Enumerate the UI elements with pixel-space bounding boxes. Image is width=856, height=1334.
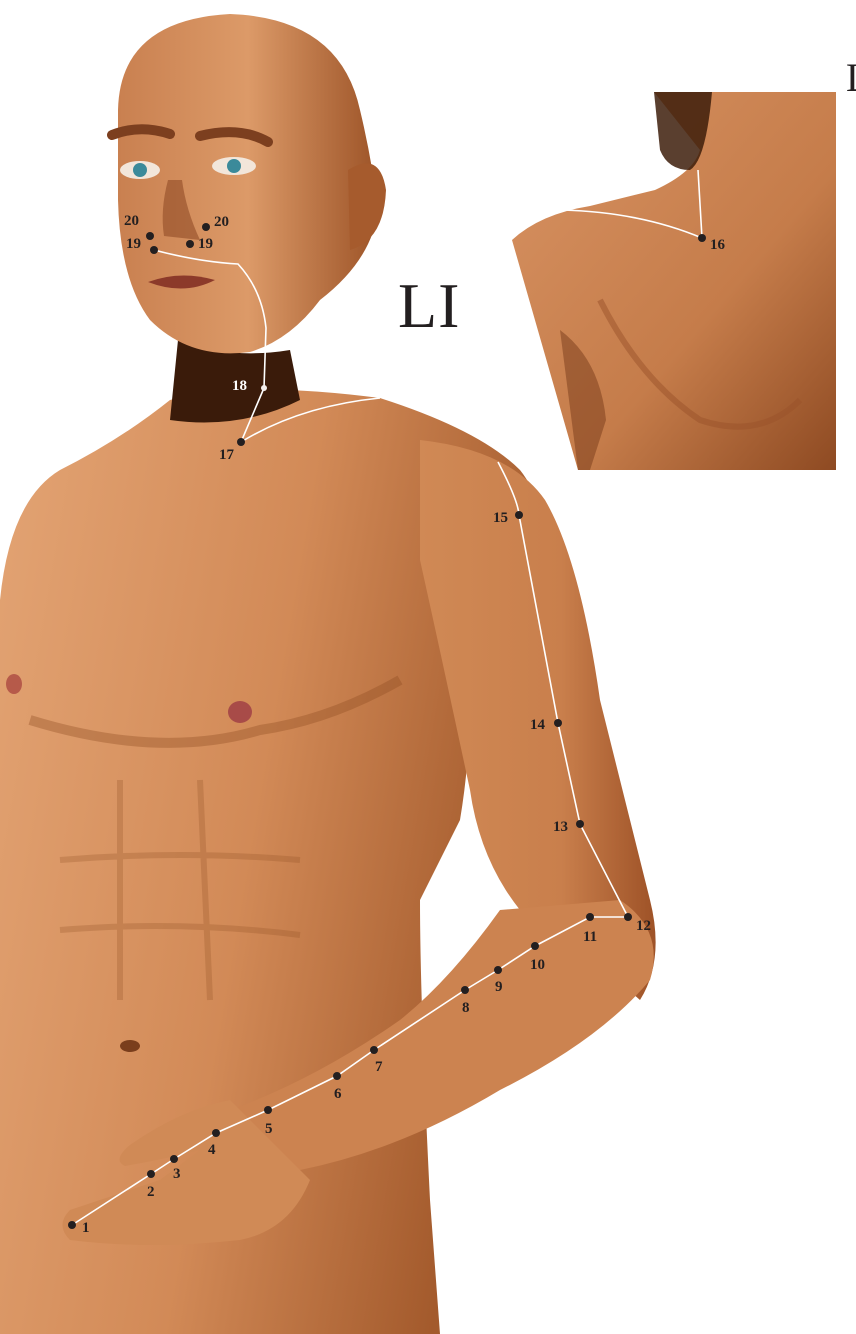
acupoint-20-left-label: 20	[124, 213, 139, 229]
acupoint-5-label: 5	[265, 1121, 273, 1137]
acupoint-16-label: 16	[710, 237, 726, 253]
acupoint-11-label: 11	[583, 929, 597, 945]
acupoint-2-label: 2	[147, 1184, 155, 1200]
acupoint-10-label: 10	[530, 957, 545, 973]
acupoint-9-dot	[494, 966, 502, 974]
acupoint-17-dot	[237, 438, 245, 446]
body-figure	[0, 14, 656, 1334]
acupoint-2-dot	[147, 1170, 155, 1178]
acupoint-18-dot	[261, 385, 267, 391]
acupoint-11-dot	[586, 913, 594, 921]
acupoint-12-label: 12	[636, 918, 651, 934]
acupoint-14-label: 14	[530, 717, 546, 733]
ear	[348, 163, 386, 250]
acupoint-19-left-label: 19	[126, 236, 141, 252]
acupoint-10-dot	[531, 942, 539, 950]
inset-letter: L	[846, 58, 856, 98]
iris-left	[133, 163, 147, 177]
acupoint-5-dot	[264, 1106, 272, 1114]
acupoint-4-dot	[212, 1129, 220, 1137]
acupoint-15-label: 15	[493, 510, 508, 526]
acupoint-19-left-dot	[150, 246, 158, 254]
acupoint-20-left-dot	[146, 232, 154, 240]
acupoint-3-dot	[170, 1155, 178, 1163]
head	[118, 14, 378, 353]
nipple-left	[6, 674, 22, 694]
acupoint-12-dot	[624, 913, 632, 921]
acupoint-16-dot	[698, 234, 706, 242]
acupoint-15-dot	[515, 511, 523, 519]
acupoint-7-label: 7	[375, 1059, 383, 1075]
acupoint-14-dot	[554, 719, 562, 727]
acupoint-18-label: 18	[232, 378, 247, 394]
acupoint-13-label: 13	[553, 819, 568, 835]
acupoint-3-label: 3	[173, 1166, 181, 1182]
eyebrow-left	[112, 129, 170, 135]
acupoint-4-label: 4	[208, 1142, 216, 1158]
meridian-title: LI	[398, 274, 460, 338]
nipple-right	[228, 701, 252, 723]
acupoint-13-dot	[576, 820, 584, 828]
acupoint-1-dot	[68, 1221, 76, 1229]
acupoint-19-right-label: 19	[198, 236, 213, 252]
acupoint-17-label: 17	[219, 447, 235, 463]
acupoint-1-label: 1	[82, 1220, 90, 1236]
acupoint-8-label: 8	[462, 1000, 470, 1016]
back-inset	[512, 92, 836, 470]
navel	[120, 1040, 140, 1052]
acupoint-8-dot	[461, 986, 469, 994]
acupoint-6-dot	[333, 1072, 341, 1080]
acupoint-7-dot	[370, 1046, 378, 1054]
acupoint-20-right-dot	[202, 223, 210, 231]
acupoint-19-right-dot	[186, 240, 194, 248]
acupoint-9-label: 9	[495, 979, 503, 995]
acupoint-20-right-label: 20	[214, 214, 229, 230]
iris-right	[227, 159, 241, 173]
acupoint-6-label: 6	[334, 1086, 342, 1102]
